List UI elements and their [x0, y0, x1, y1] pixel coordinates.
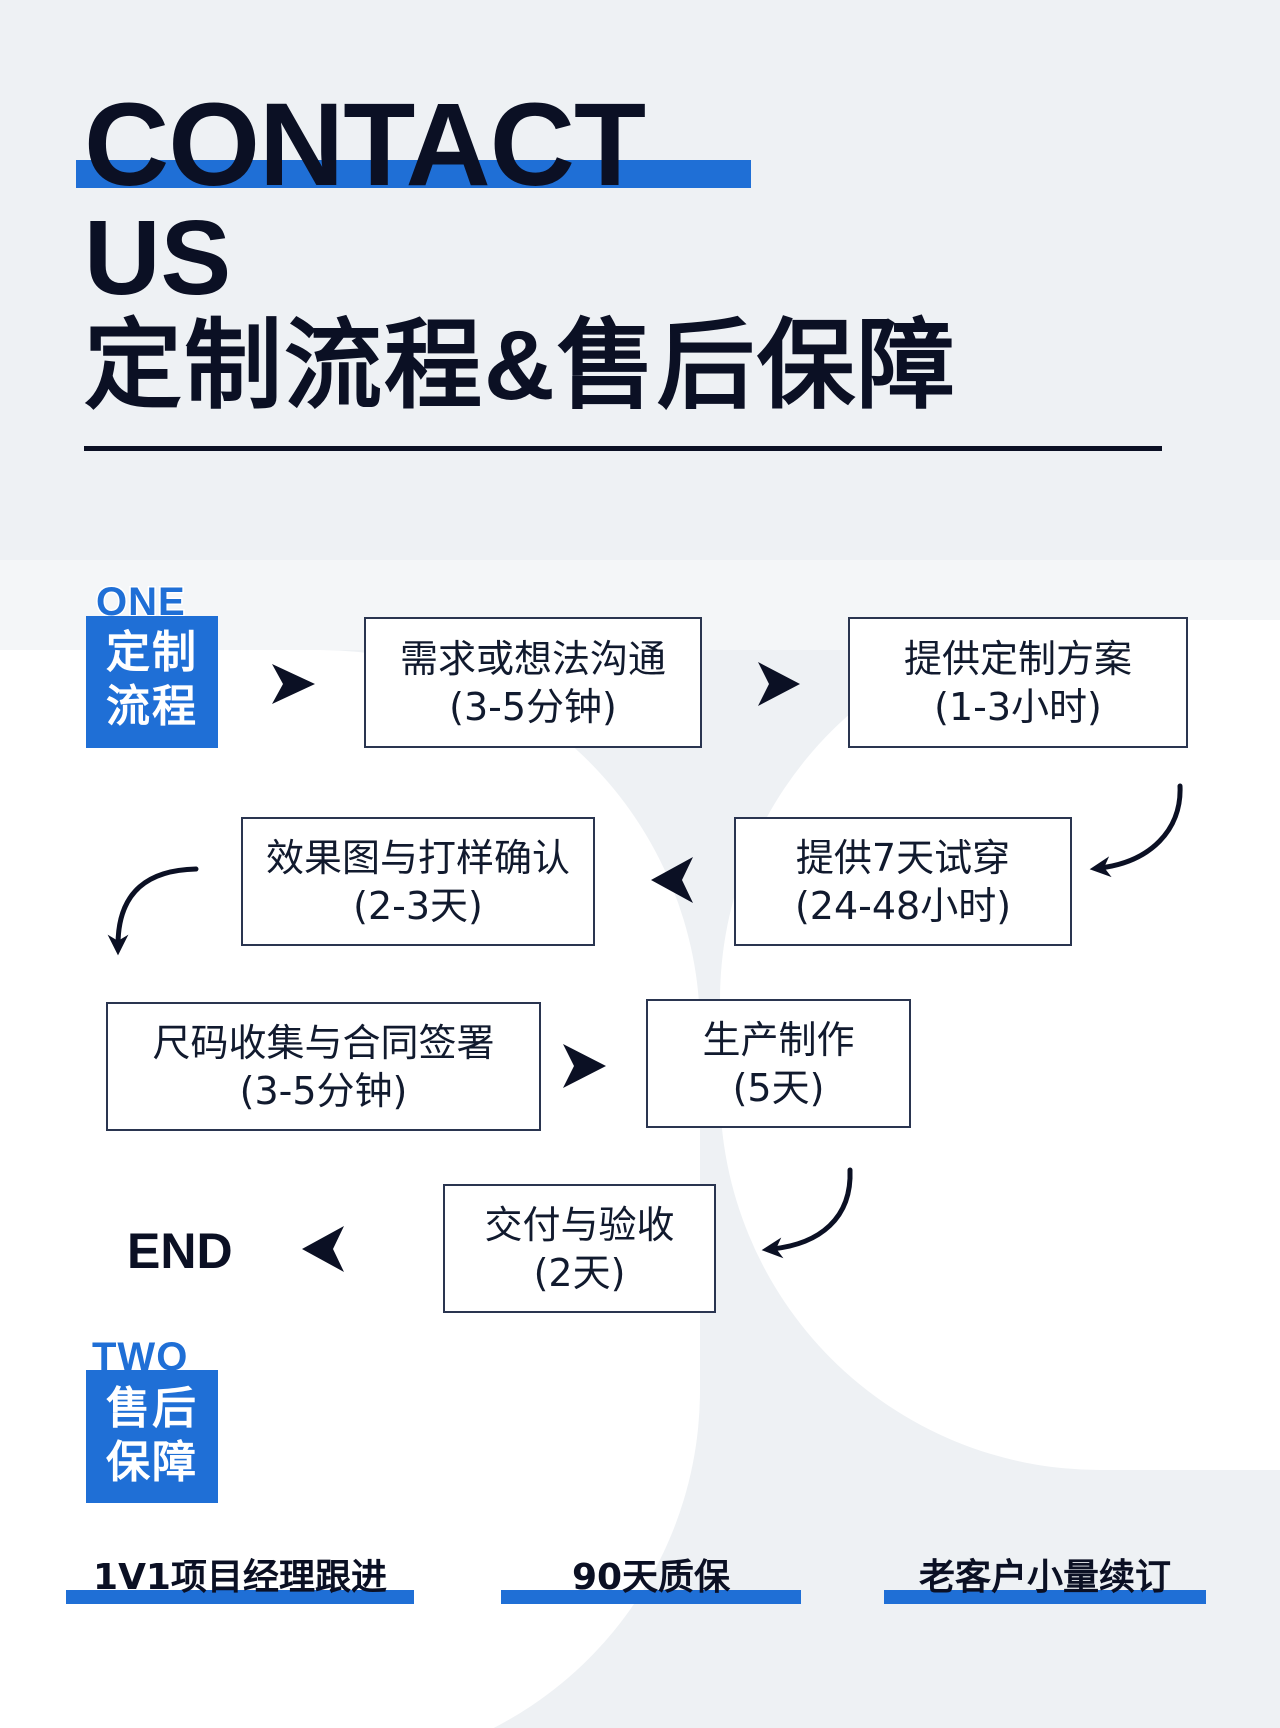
page-title: 定制流程&售后保障	[84, 310, 957, 420]
step-title: 生产制作	[702, 1017, 855, 1062]
step-title: 提供定制方案	[903, 636, 1132, 681]
feature-label: 1V1项目经理跟进	[93, 1557, 387, 1598]
step-title: 交付与验收	[484, 1202, 675, 1247]
feature-label: 老客户小量续订	[918, 1557, 1171, 1598]
step-duration: (3-5分钟)	[239, 1068, 408, 1113]
step-duration: (24-48小时)	[794, 883, 1012, 928]
step-box-5: 尺码收集与合同签署 (3-5分钟)	[106, 1002, 541, 1131]
step-title: 效果图与打样确认	[265, 835, 570, 880]
step-box-7: 交付与验收 (2天)	[443, 1184, 716, 1313]
title-contact: CONTACT	[84, 79, 646, 211]
step-box-1: 需求或想法沟通 (3-5分钟)	[364, 617, 702, 748]
step-box-4: 效果图与打样确认 (2-3天)	[241, 817, 595, 946]
title-us: US	[84, 199, 232, 317]
feature-item: 1V1项目经理跟进	[66, 1556, 414, 1604]
section-one-label-line2: 流程	[106, 681, 198, 732]
step-duration: (2天)	[533, 1250, 626, 1295]
section-two-label-line1: 售后	[106, 1383, 198, 1434]
step-duration: (1-3小时)	[934, 684, 1102, 729]
step-duration: (5天)	[732, 1065, 825, 1110]
section-one-tag: 定制 流程	[86, 616, 218, 748]
arrow-right-icon	[758, 662, 800, 706]
feature-label: 90天质保	[571, 1557, 731, 1598]
title-highlight-bar	[76, 160, 751, 188]
feature-item: 老客户小量续订	[884, 1556, 1206, 1604]
section-two-tag: 售后 保障	[86, 1370, 218, 1503]
step-duration: (2-3天)	[353, 883, 483, 928]
step-title: 需求或想法沟通	[399, 636, 666, 681]
header-divider	[84, 446, 1162, 451]
step-title: 提供7天试穿	[795, 835, 1011, 880]
step-box-3: 提供7天试穿 (24-48小时)	[734, 817, 1072, 946]
end-label: END	[127, 1223, 233, 1279]
step-duration: (3-5分钟)	[449, 684, 617, 729]
feature-underline	[884, 1590, 1206, 1604]
feature-underline	[66, 1590, 414, 1604]
step-box-6: 生产制作 (5天)	[646, 999, 911, 1128]
feature-underline	[501, 1590, 801, 1604]
section-one-label-line1: 定制	[106, 627, 198, 678]
feature-item: 90天质保	[501, 1556, 801, 1604]
step-box-2: 提供定制方案 (1-3小时)	[848, 617, 1188, 748]
step-title: 尺码收集与合同签署	[152, 1020, 495, 1065]
section-two-label-line2: 保障	[106, 1437, 198, 1488]
